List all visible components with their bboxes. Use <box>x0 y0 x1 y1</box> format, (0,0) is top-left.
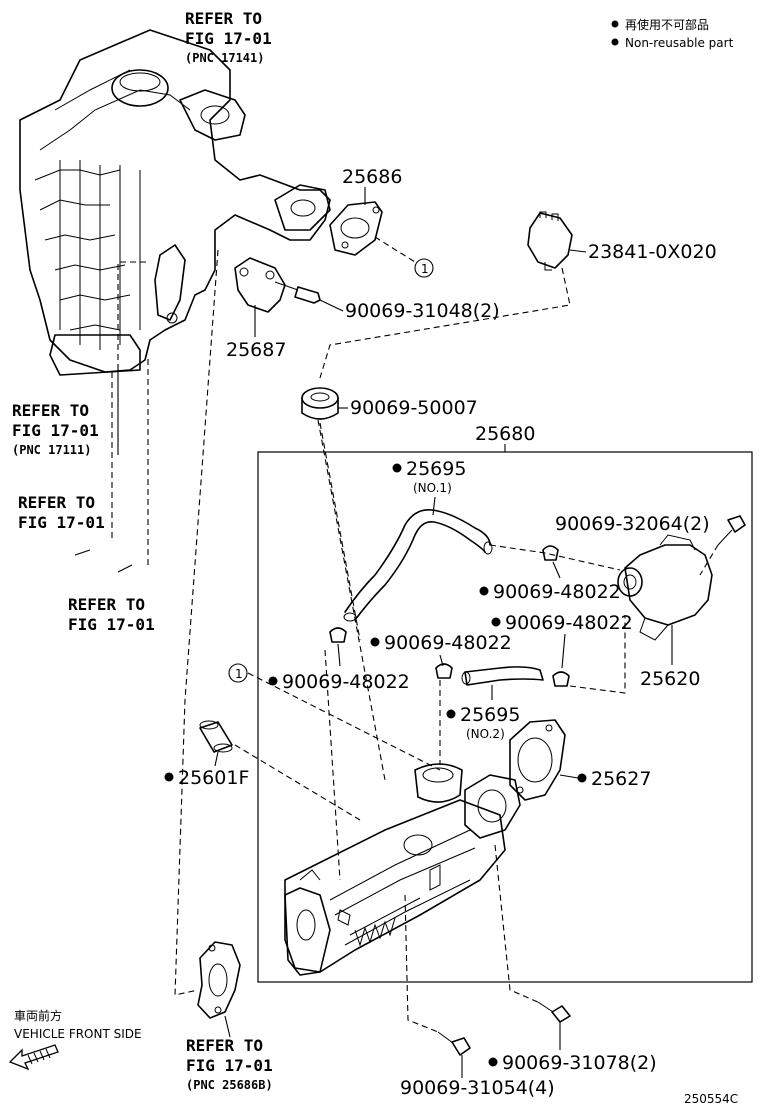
label-25695-no2-sub: (NO.2) <box>466 727 505 741</box>
egr-cooler-assembly[interactable] <box>284 763 521 976</box>
vehicle-front-indicator: 車両前方 VEHICLE FRONT SIDE <box>8 1008 142 1071</box>
non-reusable-bullet-icon <box>164 772 174 782</box>
reference-left1-line2: FIG 17-01 <box>12 421 99 440</box>
legend: 再使用不可部品 Non-reusable part <box>611 17 734 50</box>
non-reusable-bullet-icon <box>479 586 489 596</box>
callout-1-top-text: 1 <box>421 262 429 276</box>
reference-left1-line1: REFER TO <box>12 401 89 420</box>
label-25680: 25680 <box>475 423 535 445</box>
reference-left3-line1: REFER TO <box>68 595 145 614</box>
non-reusable-bullet-icon <box>577 773 587 783</box>
hose-25695-no2[interactable] <box>461 666 544 686</box>
label-90069-31078: 90069-31078(2) <box>502 1052 657 1074</box>
bracket-25687[interactable] <box>234 257 286 313</box>
reference-bottom-line2: FIG 17-01 <box>186 1056 273 1075</box>
hose-25695-no1[interactable] <box>343 508 493 622</box>
bolt-90069-31078[interactable] <box>537 1001 571 1023</box>
legend-jp: 再使用不可部品 <box>625 17 709 32</box>
engine-block-illustration <box>19 29 331 376</box>
vehicle-front-jp: 車両前方 <box>14 1008 62 1023</box>
assembly-25680-box <box>257 451 753 983</box>
clamp-90069-48022-d[interactable] <box>552 671 570 687</box>
non-reusable-bullet-icon <box>392 463 402 473</box>
cap-90069-50007[interactable] <box>301 387 339 420</box>
gasket-25686b[interactable] <box>197 941 241 1019</box>
label-25627: 25627 <box>591 768 651 790</box>
label-90069-31048: 90069-31048(2) <box>345 300 500 322</box>
non-reusable-bullet-icon <box>446 709 456 719</box>
diagram-code: 250554C <box>684 1092 738 1106</box>
label-25695-no1: 25695 <box>406 458 466 480</box>
reference-top-line1: REFER TO <box>185 9 262 28</box>
reference-top: REFER TO FIG 17-01 (PNC 17141) <box>185 9 272 65</box>
label-25601f: 25601F <box>178 767 249 789</box>
gasket-25686[interactable] <box>329 201 383 256</box>
label-25687: 25687 <box>226 339 286 361</box>
reference-bottom-line1: REFER TO <box>186 1036 263 1055</box>
clamp-90069-48022-c[interactable] <box>435 663 453 679</box>
label-90069-31054: 90069-31054(4) <box>400 1077 555 1099</box>
callout-1-top <box>414 258 434 278</box>
reference-top-line3: (PNC 17141) <box>185 51 264 65</box>
non-reusable-bullet-icon <box>488 1057 498 1067</box>
gasket-25627[interactable] <box>509 719 566 801</box>
reference-bottom-line3: (PNC 25686B) <box>186 1078 273 1092</box>
bolt-90069-31054[interactable] <box>437 1031 471 1056</box>
label-25695-no1-sub: (NO.1) <box>413 481 452 495</box>
non-reusable-bullet-icon <box>268 676 278 686</box>
non-reusable-bullet-icon <box>370 637 380 647</box>
label-90069-50007: 90069-50007 <box>350 397 478 419</box>
reference-left3-line2: FIG 17-01 <box>68 615 155 634</box>
label-90069-32064: 90069-32064(2) <box>555 513 710 535</box>
label-25620: 25620 <box>640 668 700 690</box>
vehicle-front-en: VEHICLE FRONT SIDE <box>14 1027 142 1041</box>
reference-left-3: REFER TO FIG 17-01 <box>68 595 155 634</box>
reference-left2-line1: REFER TO <box>18 493 95 512</box>
reference-left2-line2: FIG 17-01 <box>18 513 105 532</box>
label-90069-48022-d: 90069-48022 <box>505 612 633 634</box>
clamp-90069-48022-a[interactable] <box>542 545 559 561</box>
clamp-90069-48022-b[interactable] <box>329 627 347 643</box>
non-reusable-bullet-icon <box>611 20 619 28</box>
callout-1-inner <box>228 663 248 683</box>
label-90069-48022-c: 90069-48022 <box>384 632 512 654</box>
legend-en: Non-reusable part <box>625 36 734 50</box>
non-reusable-bullet-icon <box>611 38 619 46</box>
reference-left-1: REFER TO FIG 17-01 (PNC 17111) <box>12 401 99 457</box>
label-90069-48022-a: 90069-48022 <box>493 581 621 603</box>
label-23841-0x020: 23841-0X020 <box>588 241 717 263</box>
reference-bottom: REFER TO FIG 17-01 (PNC 25686B) <box>186 1036 273 1092</box>
egr-valve-25620[interactable] <box>617 534 713 641</box>
vacuum-sensor-23841[interactable] <box>527 211 573 271</box>
non-reusable-bullet-icon <box>491 617 501 627</box>
reference-left1-line3: (PNC 17111) <box>12 443 91 457</box>
label-90069-48022-b: 90069-48022 <box>282 671 410 693</box>
reference-top-line2: FIG 17-01 <box>185 29 272 48</box>
callout-1-inner-text: 1 <box>235 667 243 681</box>
bolt-90069-31048[interactable] <box>274 281 321 304</box>
front-arrow-icon <box>8 1044 59 1071</box>
bolt-90069-32064[interactable] <box>717 515 746 546</box>
pipe-25601f[interactable] <box>199 720 233 753</box>
label-25686: 25686 <box>342 166 402 188</box>
label-25695-no2: 25695 <box>460 704 520 726</box>
reference-left-2: REFER TO FIG 17-01 <box>18 493 105 532</box>
